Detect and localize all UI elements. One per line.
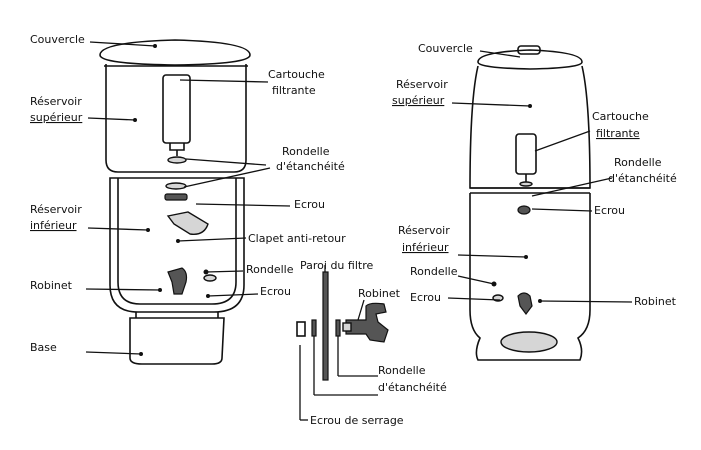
left-cartridge xyxy=(162,74,191,144)
label-r-robinet: Robinet xyxy=(634,295,677,308)
left-upper-reservoir xyxy=(105,64,247,173)
label-rondelle-etanch-2: d'étanchéité xyxy=(276,160,345,173)
faucet-detail: Paroi du filtre Robinet Rondelle d'étanc… xyxy=(296,259,447,427)
left-check-valve xyxy=(166,211,209,235)
label-ecrou-top: Ecrou xyxy=(294,198,325,211)
label-detail-rondelle-1: Rondelle xyxy=(378,364,426,377)
label-r-cartouche-2: filtrante xyxy=(596,127,640,140)
right-lower-reservoir xyxy=(469,193,591,361)
label-r-reservoir-sup-1: Réservoir xyxy=(396,78,448,91)
label-r-ecrou: Ecrou xyxy=(410,291,441,304)
label-detail-robinet: Robinet xyxy=(358,287,401,300)
label-reservoir-sup-1: Réservoir xyxy=(30,95,82,108)
label-rondelle: Rondelle xyxy=(246,263,294,276)
label-ecrou: Ecrou xyxy=(260,285,291,298)
detail-wall xyxy=(322,271,329,381)
label-rondelle-etanch-1: Rondelle xyxy=(282,145,330,158)
left-faucet xyxy=(167,267,188,295)
label-couvercle: Couvercle xyxy=(30,33,85,46)
label-paroi: Paroi du filtre xyxy=(300,259,373,272)
label-r-rondelle-etanch-1: Rondelle xyxy=(614,156,662,169)
label-reservoir-inf-2: inférieur xyxy=(30,219,77,232)
left-gasket-top xyxy=(167,156,187,164)
detail-tightening-nut xyxy=(296,321,306,337)
label-r-reservoir-sup-2: supérieur xyxy=(392,94,445,107)
label-r-couvercle: Couvercle xyxy=(418,42,473,55)
right-nut xyxy=(517,205,531,215)
detail-faucet xyxy=(345,302,389,343)
label-r-ecrou-top: Ecrou xyxy=(594,204,625,217)
label-robinet: Robinet xyxy=(30,279,73,292)
left-lid xyxy=(99,39,251,66)
label-r-reservoir-inf-1: Réservoir xyxy=(398,224,450,237)
right-filter: Couvercle Réservoir supérieur Cartouche … xyxy=(392,42,677,361)
label-base: Base xyxy=(30,341,57,354)
left-nut-lower xyxy=(164,193,188,201)
label-clapet: Clapet anti-retour xyxy=(248,232,346,245)
right-lid xyxy=(477,49,583,70)
label-detail-rondelle-2: d'étanchéité xyxy=(378,381,447,394)
left-filter: Couvercle Réservoir supérieur Cartouche … xyxy=(30,33,346,365)
label-reservoir-inf-1: Réservoir xyxy=(30,203,82,216)
detail-gasket-right xyxy=(335,319,341,337)
detail-gasket-left xyxy=(311,319,317,337)
left-gasket-lower xyxy=(165,182,187,190)
label-r-rondelle-etanch-2: d'étanchéité xyxy=(608,172,677,185)
label-r-rondelle: Rondelle xyxy=(410,265,458,278)
label-ecrou-serrage: Ecrou de serrage xyxy=(310,414,404,427)
label-r-reservoir-inf-2: inférieur xyxy=(402,241,449,254)
left-base xyxy=(129,317,225,365)
right-upper-reservoir xyxy=(469,65,591,189)
label-reservoir-sup-2: supérieur xyxy=(30,111,83,124)
label-r-cartouche-1: Cartouche xyxy=(592,110,649,123)
label-cartouche-1: Cartouche xyxy=(268,68,325,81)
left-lower-reservoir xyxy=(109,177,245,313)
right-faucet xyxy=(517,292,533,315)
label-cartouche-2: filtrante xyxy=(272,84,316,97)
right-cartridge xyxy=(515,133,537,175)
